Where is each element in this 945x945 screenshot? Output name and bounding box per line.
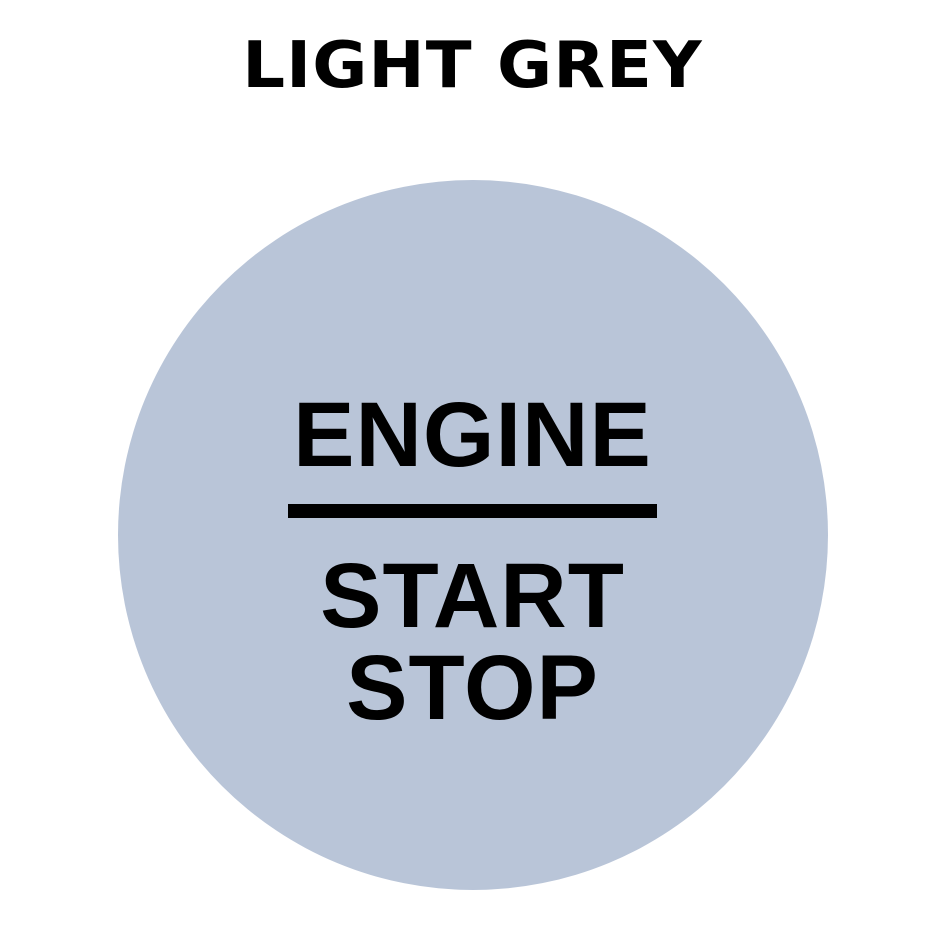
button-label-start: START [320, 545, 625, 647]
button-label-stop: STOP [346, 637, 599, 739]
color-title: LIGHT GREY [242, 29, 703, 103]
label-divider [288, 504, 657, 518]
button-label-engine: ENGINE [293, 384, 652, 486]
engine-start-stop-button[interactable] [118, 180, 828, 890]
button-label-start-stop: START STOP [0, 550, 945, 734]
